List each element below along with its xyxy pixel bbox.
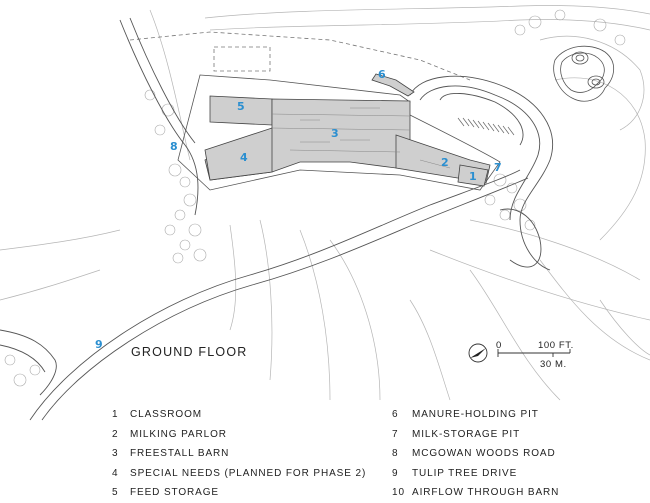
mcgowan-woods-road — [119, 19, 199, 216]
site-label-9: 9 — [95, 338, 103, 351]
legend-item: 8 MCGOWAN WOODS ROAD — [392, 444, 559, 464]
scale-zero-label: 0 — [496, 340, 502, 351]
topography-contours — [0, 5, 650, 401]
site-label-7: 7 — [494, 161, 502, 174]
legend-item: 4 SPECIAL NEEDS (PLANNED FOR PHASE 2) — [112, 464, 366, 484]
legend-number: 5 — [112, 487, 119, 499]
plan-title: GROUND FLOOR — [131, 345, 248, 359]
legend-label: FREESTALL BARN — [130, 448, 230, 460]
scale-feet-label: 100 FT. — [538, 340, 574, 351]
legend-number: 6 — [392, 409, 399, 420]
legend-label: MANURE-HOLDING PIT — [412, 409, 539, 420]
legend-number: 1 — [112, 409, 119, 420]
north-arrow-icon — [468, 343, 488, 363]
legend-item: 3 FREESTALL BARN — [112, 444, 366, 464]
barn-internal-lines — [271, 107, 451, 169]
legend-number: 9 — [392, 467, 399, 479]
legend-item: 1 CLASSROOM — [112, 405, 366, 425]
service-loop-drive — [409, 75, 553, 271]
legend-label: SPECIAL NEEDS (PLANNED FOR PHASE 2) — [130, 467, 367, 479]
legend-left: 1 CLASSROOM 2 MILKING PARLOR 3 FREESTALL BA… — [112, 405, 366, 503]
legend-label: AIRFLOW THROUGH BARN — [412, 487, 560, 499]
legend-number: 7 — [392, 428, 399, 440]
tulip-tree-drive — [0, 169, 529, 421]
scale-bar — [497, 349, 571, 357]
legend-item: 7 MILK-STORAGE PIT — [392, 425, 559, 445]
barn-buildings — [204, 73, 491, 187]
upper-right-pond-feature — [553, 45, 615, 102]
property-line — [129, 31, 471, 81]
legend-label: MILKING PARLOR — [130, 428, 227, 440]
site-label-8: 8 — [170, 140, 178, 153]
legend-label: TULIP TREE DRIVE — [412, 467, 518, 479]
legend-number: 4 — [112, 467, 119, 479]
site-label-4: 4 — [240, 151, 248, 164]
legend-number: 8 — [392, 448, 399, 460]
classroom-building — [457, 164, 489, 187]
legend-label: CLASSROOM — [130, 409, 203, 420]
legend-label: MILK-STORAGE PIT — [412, 428, 521, 440]
tree-clusters — [4, 9, 626, 387]
legend-item: 10 AIRFLOW THROUGH BARN — [392, 483, 559, 503]
parking-stalls — [457, 117, 515, 136]
legend-number: 3 — [112, 448, 119, 460]
legend-label: FEED STORAGE — [130, 487, 219, 499]
dashed-future-structure — [213, 46, 271, 72]
legend-item: 5 FEED STORAGE — [112, 483, 366, 503]
site-label-1: 1 — [469, 170, 477, 183]
legend-right: 6 MANURE-HOLDING PIT 7 MILK-STORAGE PIT 8 M… — [392, 405, 559, 503]
special-needs-building — [204, 127, 273, 181]
legend-item: 9 TULIP TREE DRIVE — [392, 464, 559, 484]
site-label-6: 6 — [378, 68, 386, 81]
legend-number: 10 — [392, 487, 405, 499]
site-label-5: 5 — [237, 100, 245, 113]
legend-item: 6 MANURE-HOLDING PIT — [392, 405, 559, 425]
legend-label: MCGOWAN WOODS ROAD — [412, 448, 556, 460]
site-label-3: 3 — [331, 127, 339, 140]
legend-item: 2 MILKING PARLOR — [112, 425, 366, 445]
scale-meters-label: 30 M. — [540, 359, 567, 370]
manure-pit-structure — [371, 73, 415, 97]
legend-number: 2 — [112, 428, 119, 440]
site-label-2: 2 — [441, 156, 449, 169]
